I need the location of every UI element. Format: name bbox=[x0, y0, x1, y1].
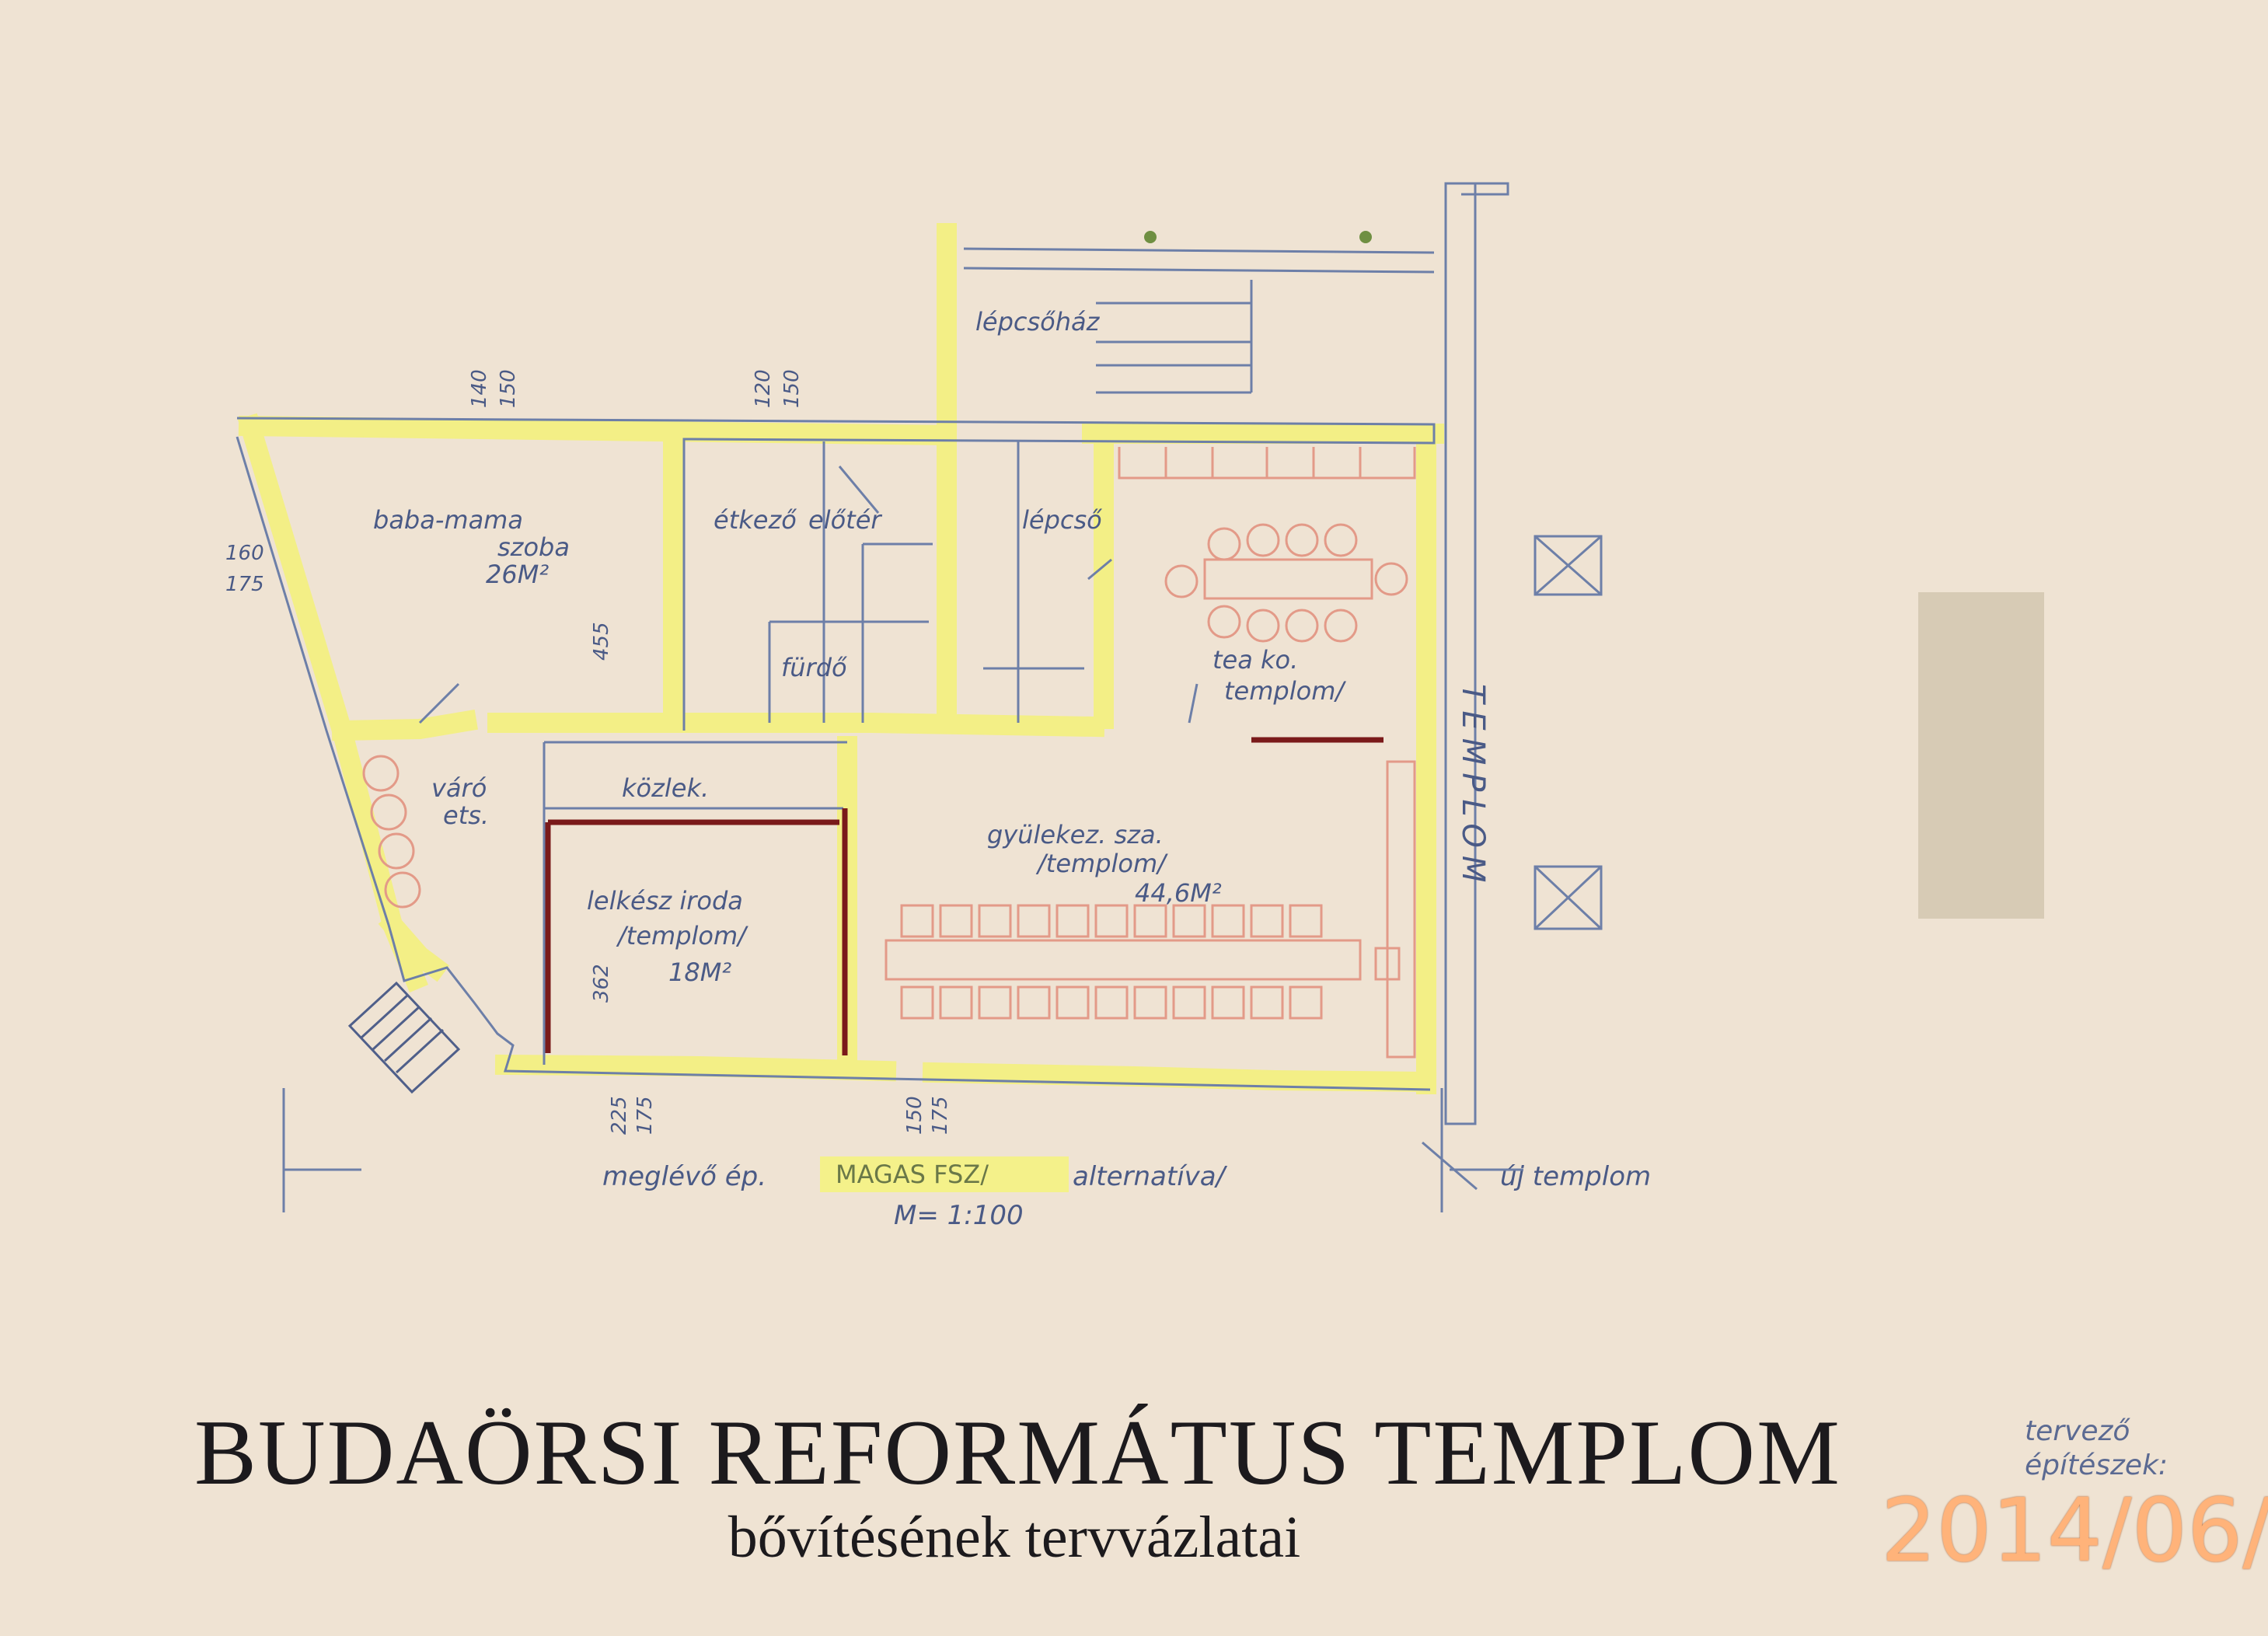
new-walls bbox=[545, 737, 1383, 1055]
label-baba-area: 26M² bbox=[486, 560, 549, 589]
dim-inner: 455 bbox=[590, 622, 613, 661]
scale-label: M= 1:100 bbox=[894, 1200, 1024, 1231]
hall-chairs-bottom bbox=[900, 985, 1323, 1020]
label-lelkesz-templom: /templom/ bbox=[616, 921, 748, 951]
dim-bottom-1a: 225 bbox=[608, 1096, 631, 1135]
page-title: BUDAÖRSI REFORMÁTUS TEMPLOM bbox=[194, 1401, 1841, 1504]
dim-left-1: 160 bbox=[225, 542, 264, 565]
label-varo: váró bbox=[431, 773, 487, 803]
label-tea-templom: templom/ bbox=[1224, 676, 1346, 706]
page-subtitle: bővítésének tervvázlatai bbox=[728, 1505, 1301, 1570]
room-labels: baba-mama szoba 26M² étkező előtér lépcs… bbox=[373, 307, 1346, 987]
label-lepcsohaz: lépcsőház bbox=[975, 307, 1101, 337]
green-marker bbox=[1144, 231, 1157, 243]
designer-note: tervező építészek: bbox=[2025, 1415, 2169, 1481]
dim-top-mid-2: 150 bbox=[780, 369, 804, 408]
gray-panel bbox=[1918, 592, 2044, 919]
footer-left: meglévő ép. bbox=[602, 1161, 766, 1192]
label-furdo: fürdő bbox=[781, 653, 847, 682]
label-baba-mama: baba-mama bbox=[373, 505, 523, 535]
dim-left-2: 175 bbox=[225, 573, 264, 596]
dim-bottom-2a: 150 bbox=[903, 1096, 926, 1135]
pencil-outline bbox=[236, 182, 1523, 1212]
label-ets: ets. bbox=[443, 801, 489, 830]
label-etkezo: étkező bbox=[714, 505, 797, 535]
columns bbox=[1534, 535, 1603, 930]
dim-top-left-1: 140 bbox=[468, 369, 491, 408]
green-marker bbox=[1359, 231, 1372, 243]
dim-office: 362 bbox=[590, 964, 613, 1003]
entrance-stairs bbox=[347, 981, 461, 1094]
label-lelkesz-area: 18M² bbox=[668, 958, 731, 987]
footer-right: új templom bbox=[1500, 1161, 1651, 1192]
dim-top-mid-1: 120 bbox=[752, 369, 775, 408]
label-gyulekez-templom: /templom/ bbox=[1035, 849, 1168, 878]
label-lepcso: lépcső bbox=[1022, 505, 1102, 535]
footer-middle: alternatíva/ bbox=[1073, 1161, 1228, 1192]
footer-legend: meglévő ép. MAGAS FSZ/ alternatíva/ új t… bbox=[602, 1156, 1651, 1231]
hall-chairs-top bbox=[900, 904, 1323, 938]
dimension-labels: 140 150 120 150 160 175 455 362 225 175 … bbox=[225, 369, 952, 1135]
date-stamp: 2014/06/ bbox=[1881, 1481, 2268, 1582]
footer-highlight: MAGAS FSZ/ bbox=[836, 1160, 989, 1189]
label-gyulekez-area: 44,6M² bbox=[1135, 878, 1222, 908]
label-szoba: szoba bbox=[497, 532, 570, 562]
furniture bbox=[362, 447, 1416, 1059]
label-gyulekez: gyülekez. sza. bbox=[987, 820, 1164, 849]
dim-top-left-2: 150 bbox=[497, 369, 520, 408]
dim-bottom-2b: 175 bbox=[929, 1096, 952, 1135]
side-label-templom: TEMPLOM bbox=[1455, 684, 1491, 890]
label-tea: tea ko. bbox=[1213, 645, 1298, 675]
label-eloter: előtér bbox=[808, 505, 882, 535]
label-kozlek: közlek. bbox=[622, 773, 709, 803]
dim-bottom-1b: 175 bbox=[633, 1096, 657, 1135]
label-lelkesz: lelkész iroda bbox=[587, 886, 743, 916]
